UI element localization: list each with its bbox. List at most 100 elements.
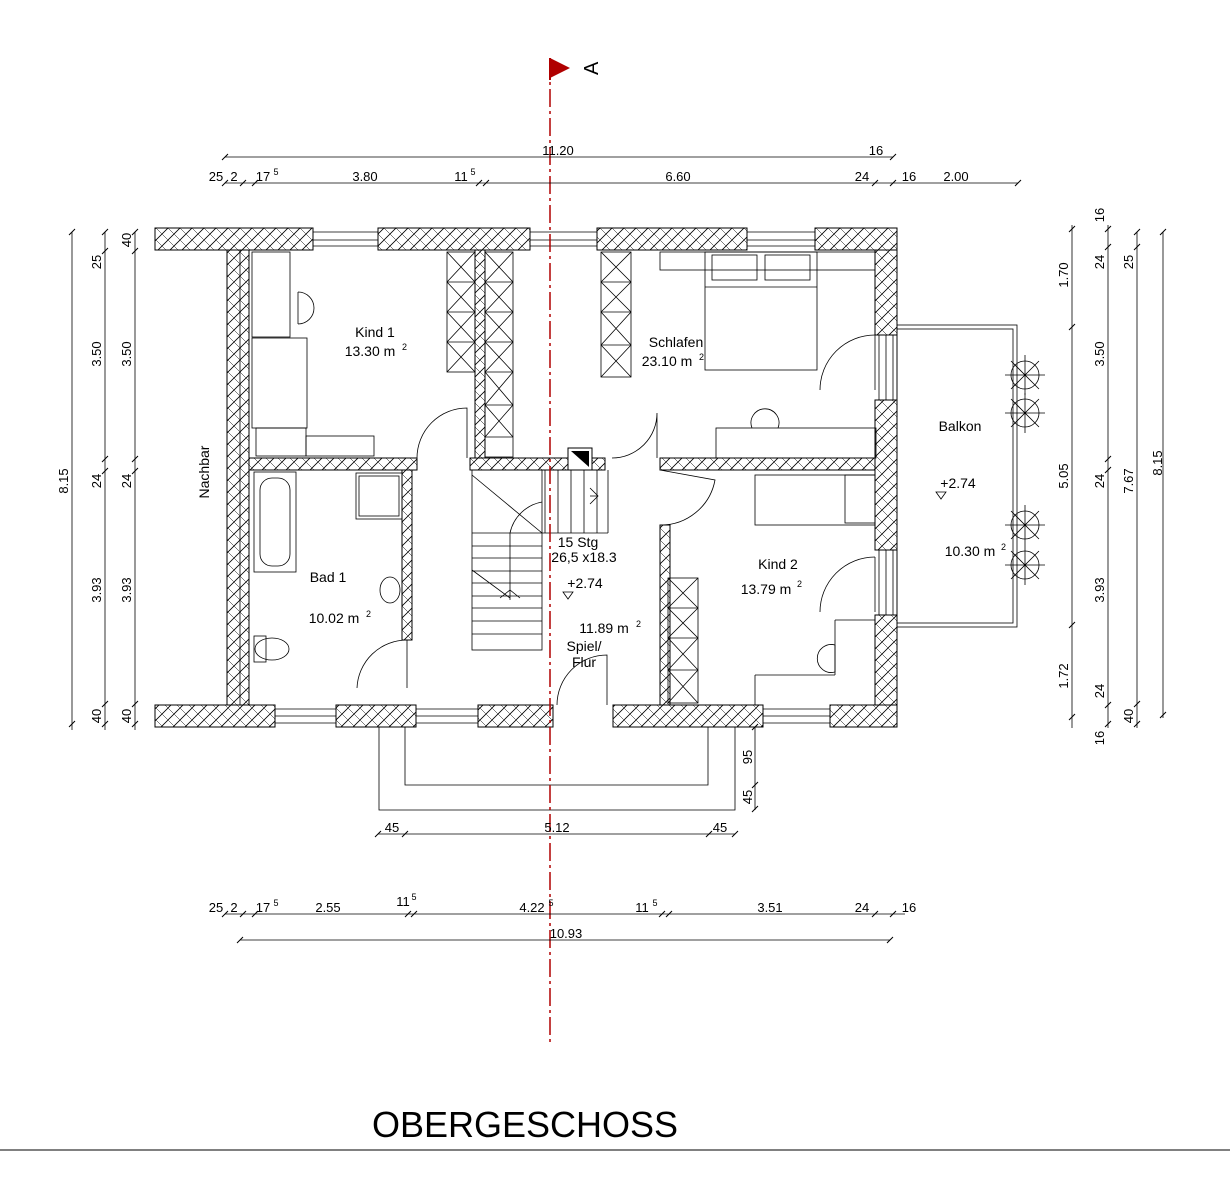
stair-level: +2.74 [567, 575, 603, 591]
walls [154, 227, 898, 728]
room-kind2-area: 13.79 m [741, 581, 792, 597]
top-dimensions: 11.20 16 25 2 17 5 3.80 11 5 6.60 24 16 … [209, 143, 969, 184]
room-flur-name1: Spiel/ [566, 638, 601, 654]
room-schlafen-name: Schlafen [649, 334, 703, 350]
room-balkon-name: Balkon [939, 418, 982, 434]
page-title: OBERGESCHOSS [372, 1104, 678, 1145]
dim-overall-top: 11.20 [542, 143, 574, 158]
dim-left-815: 8.15 [56, 468, 71, 493]
room-flur-sup: 2 [636, 619, 641, 629]
dim-left-393: 3.93 [89, 577, 104, 602]
dim-left-350: 3.50 [89, 341, 104, 366]
dim-bay-95: 95 [740, 750, 755, 764]
room-kind1-sup: 2 [402, 342, 407, 352]
dim-bot-2: 2 [230, 900, 237, 915]
room-labels: Kind 1 13.30 m 2 Schlafen 23.10 m 2 Bad … [196, 324, 1006, 670]
dim-right-24c: 24 [1092, 684, 1107, 698]
dim-top-660: 6.60 [665, 169, 690, 184]
dim-right-505: 5.05 [1056, 463, 1071, 488]
room-kind1-name: Kind 1 [355, 324, 395, 340]
dim-bay-45b: 45 [713, 820, 727, 835]
level-marker-icon [935, 491, 947, 500]
dim-top-380: 3.80 [352, 169, 377, 184]
dim-inner-350: 3.50 [119, 341, 134, 366]
dim-right-24b: 24 [1092, 474, 1107, 488]
dim-bot-16: 16 [902, 900, 916, 915]
dim-inner-40b: 40 [119, 709, 134, 723]
room-flur-name2: Flur [572, 654, 596, 670]
dim-top-16: 16 [869, 143, 883, 158]
dim-right-40: 40 [1121, 709, 1136, 723]
doors [356, 334, 876, 706]
room-balkon-level: +2.74 [940, 475, 976, 491]
room-flur-area: 11.89 m [579, 620, 629, 636]
stair-size: 26,5 x18.3 [551, 549, 617, 565]
dim-left-24: 24 [89, 474, 104, 488]
room-kind2-name: Kind 2 [758, 556, 798, 572]
bay-projection [378, 727, 736, 811]
dim-top-11: 11 [454, 169, 468, 184]
dim-right-172: 1.72 [1056, 663, 1071, 688]
staircase [471, 469, 609, 651]
dim-right-815: 8.15 [1150, 450, 1165, 475]
room-bad1-name: Bad 1 [310, 569, 347, 585]
dim-bot-11b: 11 [635, 900, 649, 915]
dim-top-sup5a: 5 [273, 167, 278, 177]
dim-left-40: 40 [89, 709, 104, 723]
room-bad1-area: 10.02 m [309, 610, 360, 626]
room-balkon-area: 10.30 m [945, 543, 996, 559]
dim-bot-sup5d: 5 [652, 898, 657, 908]
right-dimensions: 1.70 3.50 5.05 3.93 1.72 16 24 24 24 16 … [1056, 208, 1165, 745]
dim-right-16a: 16 [1092, 208, 1107, 222]
dim-right-170: 1.70 [1056, 262, 1071, 287]
dim-inner-393: 3.93 [119, 577, 134, 602]
level-marker-icon [562, 591, 574, 600]
dim-right-24a: 24 [1092, 255, 1107, 269]
dim-top-sup5b: 5 [470, 167, 475, 177]
dim-bot-255: 2.55 [315, 900, 340, 915]
dim-bot-sup5a: 5 [273, 898, 278, 908]
dim-right-25: 25 [1121, 255, 1136, 269]
room-kind1-area: 13.30 m [345, 343, 396, 359]
dim-bot-sup5c: 5 [548, 898, 553, 908]
dim-right-767: 7.67 [1121, 468, 1136, 493]
neighbour-label: Nachbar [196, 445, 212, 498]
dim-inner-24: 24 [119, 474, 134, 488]
dim-bay-45c: 45 [740, 790, 755, 804]
dim-top-25: 25 [209, 169, 223, 184]
room-schlafen-area: 23.10 m [642, 353, 693, 369]
section-flag-icon [550, 58, 570, 78]
room-kind2-sup: 2 [797, 579, 802, 589]
dim-top-200: 2.00 [943, 169, 968, 184]
dim-right-350: 3.50 [1092, 341, 1107, 366]
balcony [896, 324, 1045, 628]
dim-bot-351: 3.51 [757, 900, 782, 915]
dim-right-16b: 16 [1092, 731, 1107, 745]
section-marker: A [581, 61, 603, 75]
dim-inner-40a: 40 [119, 233, 134, 247]
dim-top-16b: 16 [902, 169, 916, 184]
dim-right-393: 3.93 [1092, 577, 1107, 602]
dim-bay-512: 5.12 [544, 820, 569, 835]
dim-top-17: 17 [256, 169, 270, 184]
dimension-lines [68, 153, 1167, 944]
stair-steps: 15 Stg [558, 534, 598, 550]
dim-bot-sup5b: 5 [411, 892, 416, 902]
dim-bot-25: 25 [209, 900, 223, 915]
dim-top-24: 24 [855, 169, 869, 184]
left-dimensions: 8.15 25 3.50 24 3.93 40 40 3.50 24 3.93 … [56, 233, 134, 723]
plant-icon [1005, 355, 1045, 585]
dim-bot-422: 4.22 [519, 900, 544, 915]
bottom-dimensions: 45 5.12 45 25 2 17 5 2.55 11 5 4.22 5 11… [209, 750, 916, 941]
room-bad1-sup: 2 [366, 609, 371, 619]
dim-left-25: 25 [89, 255, 104, 269]
dim-bot-17: 17 [256, 900, 270, 915]
dim-bot-24: 24 [855, 900, 869, 915]
dim-bot-11a: 11 [396, 894, 410, 909]
dim-top-2: 2 [230, 169, 237, 184]
dim-bot-overall: 10.93 [550, 926, 583, 941]
dim-bay-45a: 45 [385, 820, 399, 835]
wardrobes [446, 251, 699, 704]
room-balkon-sup: 2 [1001, 542, 1006, 552]
